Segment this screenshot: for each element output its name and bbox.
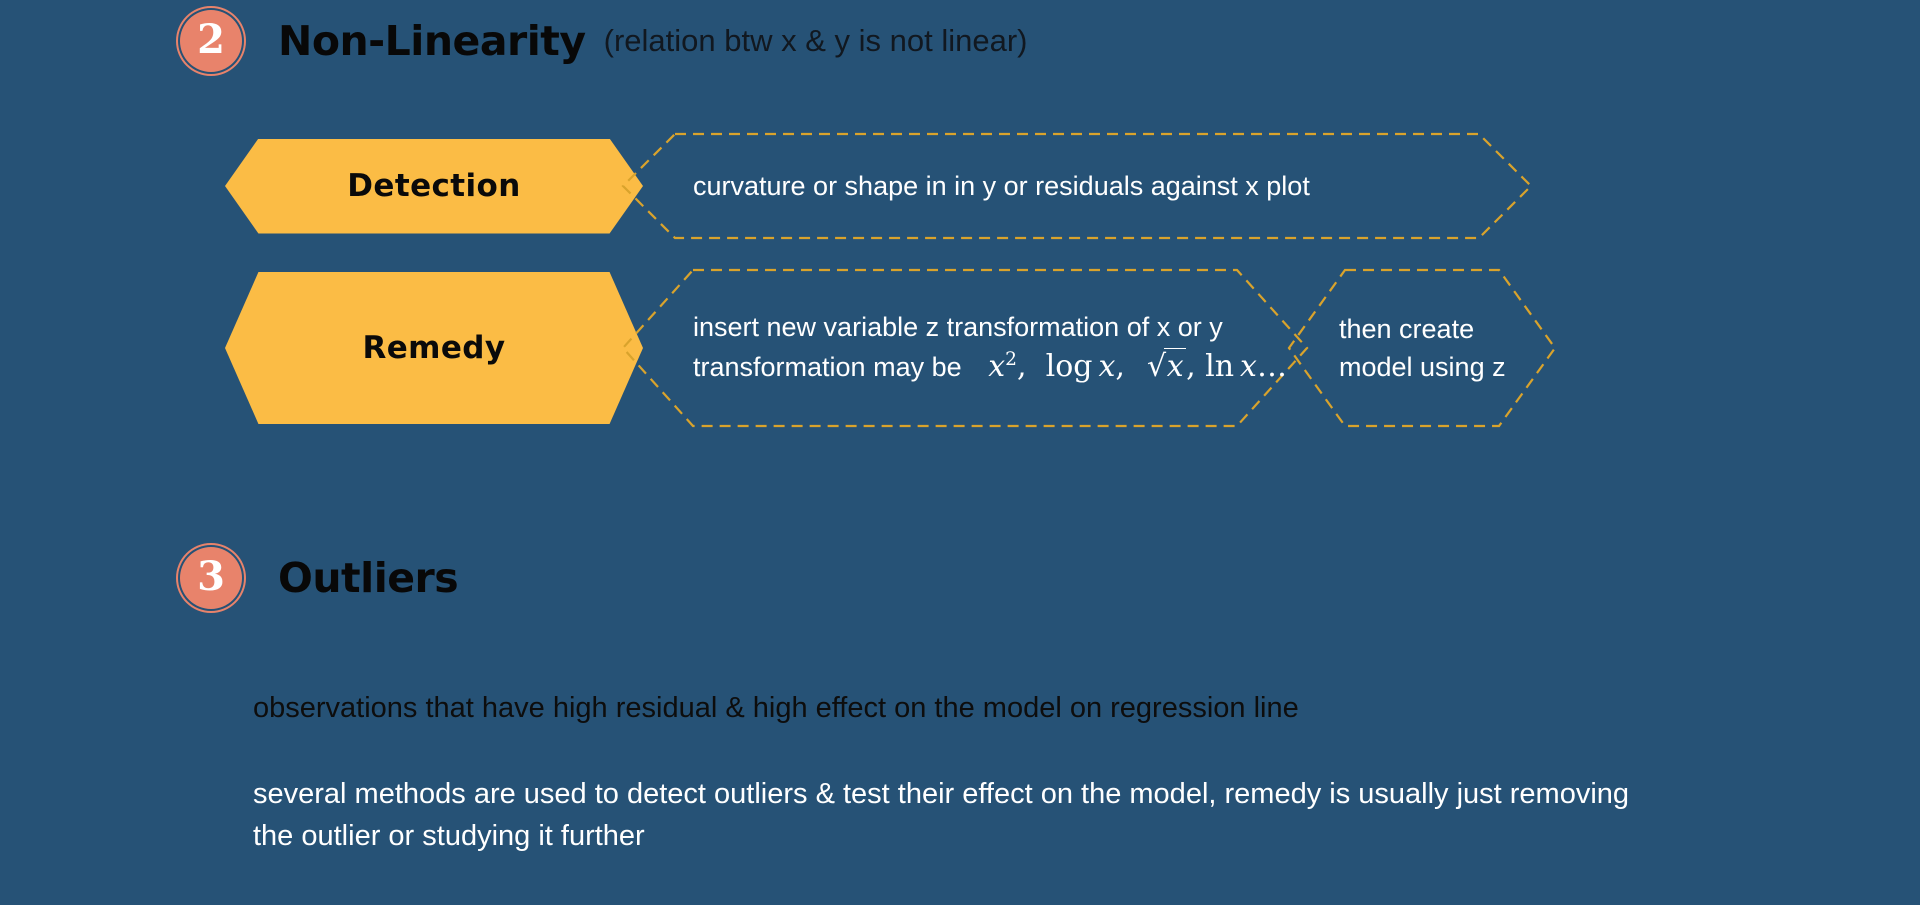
hexagon-remedy-description: insert new variable z transformation of … bbox=[621, 268, 1309, 428]
section-title-non-linearity: Non-Linearity bbox=[278, 17, 586, 65]
outliers-paragraph-1: observations that have high residual & h… bbox=[253, 692, 1299, 724]
next-step-line-1: then create bbox=[1339, 313, 1475, 344]
remedy-description-text: insert new variable z transformation of … bbox=[621, 308, 1307, 389]
section-number-badge-2: 2 bbox=[178, 8, 244, 74]
section-number-badge-3: 3 bbox=[178, 545, 244, 611]
hexagon-detection-description: curvature or shape in in y or residuals … bbox=[621, 132, 1533, 240]
transformation-formula: x2, log x, √x, ln x… bbox=[969, 346, 1287, 389]
hexagon-next-step: then create model using z bbox=[1287, 268, 1557, 428]
section-subtitle-non-linearity: (relation btw x & y is not linear) bbox=[603, 23, 1028, 58]
hexagon-label-detection: Detection bbox=[225, 138, 643, 234]
flow-row-detection: Detection curvature or shape in in y or … bbox=[225, 132, 1533, 240]
badge-number-label: 2 bbox=[197, 16, 225, 63]
badge-number-label: 3 bbox=[197, 553, 225, 600]
outliers-paragraph-2: several methods are used to detect outli… bbox=[253, 778, 1630, 853]
detection-description-text: curvature or shape in in y or residuals … bbox=[693, 170, 1310, 201]
section-title-outliers: Outliers bbox=[278, 554, 459, 602]
next-step-line-2: model using z bbox=[1339, 352, 1506, 382]
formula-term-ln-x: ln x bbox=[1205, 348, 1257, 384]
section-heading-outliers: 3 Outliers bbox=[178, 545, 459, 611]
hexagon-label-detection-text: Detection bbox=[347, 168, 521, 204]
formula-term-log-x: log x bbox=[1045, 348, 1116, 384]
formula-exponent-2: 2 bbox=[1005, 348, 1017, 370]
formula-term-x-squared: x2 bbox=[988, 348, 1017, 384]
next-step-text: then create model using z bbox=[1287, 310, 1532, 387]
hexagon-label-remedy: Remedy bbox=[225, 272, 643, 424]
formula-ellipsis: … bbox=[1256, 348, 1287, 384]
formula-separator-2: , bbox=[1115, 348, 1135, 384]
remedy-description-line-2: transformation may be x2, log x, √x, ln … bbox=[693, 346, 1287, 389]
remedy-description-line-1: insert new variable z transformation of … bbox=[693, 311, 1223, 342]
hexagon-label-remedy-text: Remedy bbox=[362, 330, 506, 366]
formula-term-sqrt-x: √x bbox=[1144, 346, 1187, 389]
section-heading-non-linearity: 2 Non-Linearity (relation btw x & y is n… bbox=[178, 8, 1027, 74]
formula-separator-3: , bbox=[1186, 348, 1206, 384]
remedy-description-line-2-prefix: transformation may be bbox=[693, 351, 962, 382]
formula-separator-1: , bbox=[1016, 348, 1037, 384]
flow-row-remedy: Remedy insert new variable z transformat… bbox=[225, 268, 1557, 428]
